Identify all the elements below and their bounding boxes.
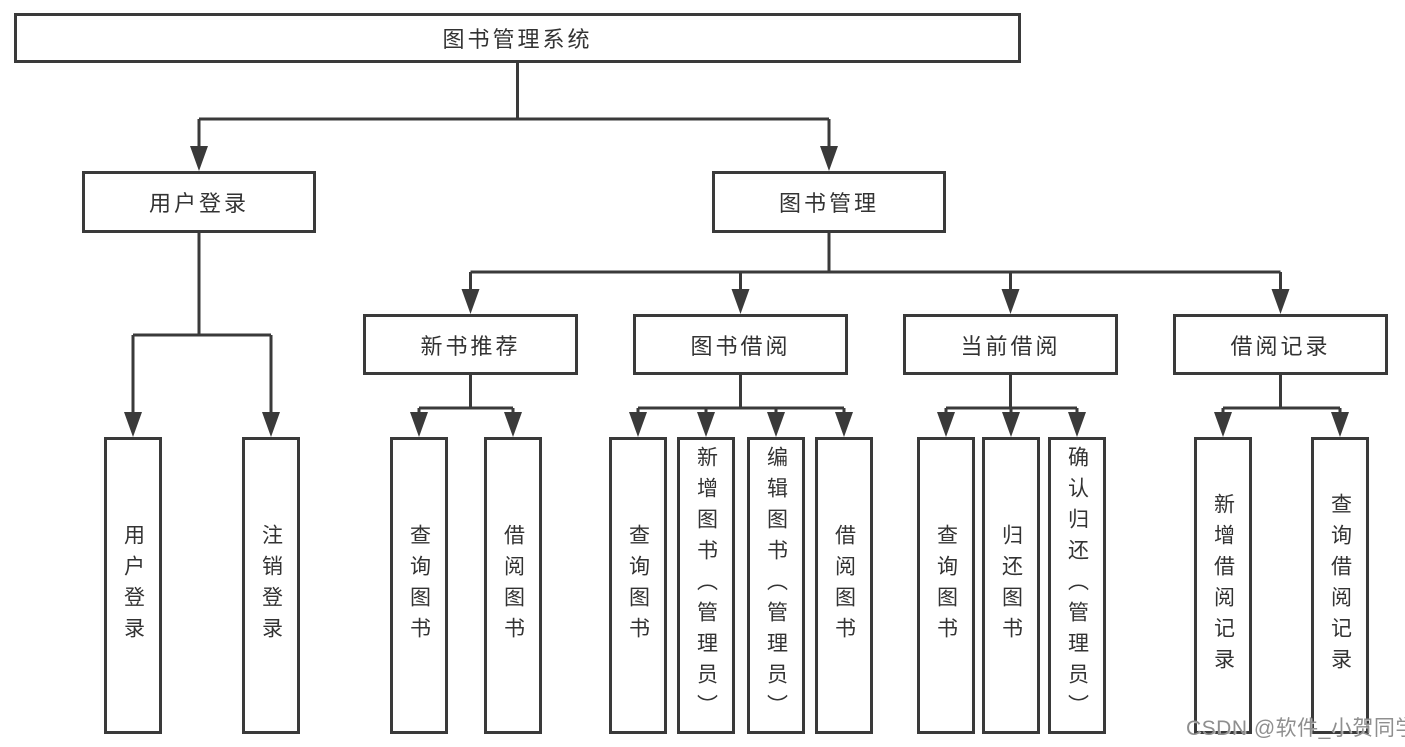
node-label: 用户登录 [148, 191, 249, 216]
leaf-user-login: 用户登录 [104, 437, 162, 734]
arrowhead [1068, 412, 1086, 437]
arrowhead [767, 412, 785, 437]
node-borrow-records: 借阅记录 [1173, 314, 1388, 375]
node-library-system: 图书管理系统 [14, 13, 1021, 63]
arrowhead [697, 412, 715, 437]
node-label: 注销登录 [259, 523, 283, 648]
arrowhead [937, 412, 955, 437]
arrowhead [1002, 412, 1020, 437]
node-label: 归还图书 [999, 523, 1023, 648]
node-current-borrow: 当前借阅 [903, 314, 1118, 375]
node-label: 借阅图书 [501, 523, 525, 648]
arrowhead [731, 289, 750, 314]
connector-new-book-recommend [410, 375, 522, 437]
node-book-management: 图书管理 [712, 171, 946, 233]
leaf-logout: 注销登录 [242, 437, 300, 734]
connector-root [190, 63, 838, 171]
leaf-borrow-borrow-book: 借阅图书 [815, 437, 873, 734]
node-label: 借阅图书 [832, 523, 856, 648]
leaf-records-query-record: 查询借阅记录 [1311, 437, 1369, 734]
leaf-current-return-book: 归还图书 [982, 437, 1040, 734]
node-book-borrow: 图书借阅 [633, 314, 848, 375]
node-label: 图书管理 [778, 191, 879, 216]
arrowhead [820, 146, 838, 171]
arrowhead [1271, 289, 1290, 314]
leaf-recommend-query-book: 查询图书 [390, 437, 448, 734]
leaf-borrow-add-book-admin: 新增图书（管理员） [677, 437, 735, 734]
csdn-watermark: CSDN @软件_小贺同学 [1186, 717, 1405, 740]
arrowhead [124, 412, 142, 437]
connector-book-management [461, 233, 1290, 314]
node-label: 新书推荐 [420, 333, 521, 359]
node-label: 确认归还（管理员） [1065, 446, 1089, 725]
node-label: 图书借阅 [690, 333, 791, 359]
leaf-current-query-book: 查询图书 [917, 437, 975, 734]
arrowhead [1214, 412, 1232, 437]
connector-user-login [124, 233, 280, 437]
leaf-current-confirm-return-admin: 确认归还（管理员） [1048, 437, 1106, 734]
node-label: 用户登录 [121, 523, 145, 648]
connector-borrow-records [1214, 375, 1349, 437]
node-label: 借阅记录 [1230, 333, 1331, 359]
node-label: 查询借阅记录 [1328, 492, 1352, 679]
node-label: 查询图书 [626, 523, 650, 648]
node-new-book-recommend: 新书推荐 [363, 314, 578, 375]
leaf-borrow-edit-book-admin: 编辑图书（管理员） [747, 437, 805, 734]
node-user-login: 用户登录 [82, 171, 316, 233]
arrowhead [1331, 412, 1349, 437]
arrowhead [629, 412, 647, 437]
node-label: 查询图书 [407, 523, 431, 648]
node-label: 编辑图书（管理员） [764, 446, 788, 725]
arrowhead [262, 412, 280, 437]
connector-book-borrow [629, 375, 853, 437]
arrowhead [1001, 289, 1020, 314]
arrowhead [410, 412, 428, 437]
arrowhead [835, 412, 853, 437]
connector-current-borrow [937, 375, 1086, 437]
node-label: 图书管理系统 [442, 27, 593, 52]
node-label: 查询图书 [934, 523, 958, 648]
arrowhead [504, 412, 522, 437]
node-label: 当前借阅 [960, 333, 1061, 359]
arrowhead [190, 146, 208, 171]
leaf-borrow-query-book: 查询图书 [609, 437, 667, 734]
node-label: 新增借阅记录 [1211, 492, 1235, 679]
leaf-records-add-record: 新增借阅记录 [1194, 437, 1252, 734]
node-label: 新增图书（管理员） [694, 446, 718, 725]
arrowhead [461, 289, 480, 314]
leaf-recommend-borrow-book: 借阅图书 [484, 437, 542, 734]
